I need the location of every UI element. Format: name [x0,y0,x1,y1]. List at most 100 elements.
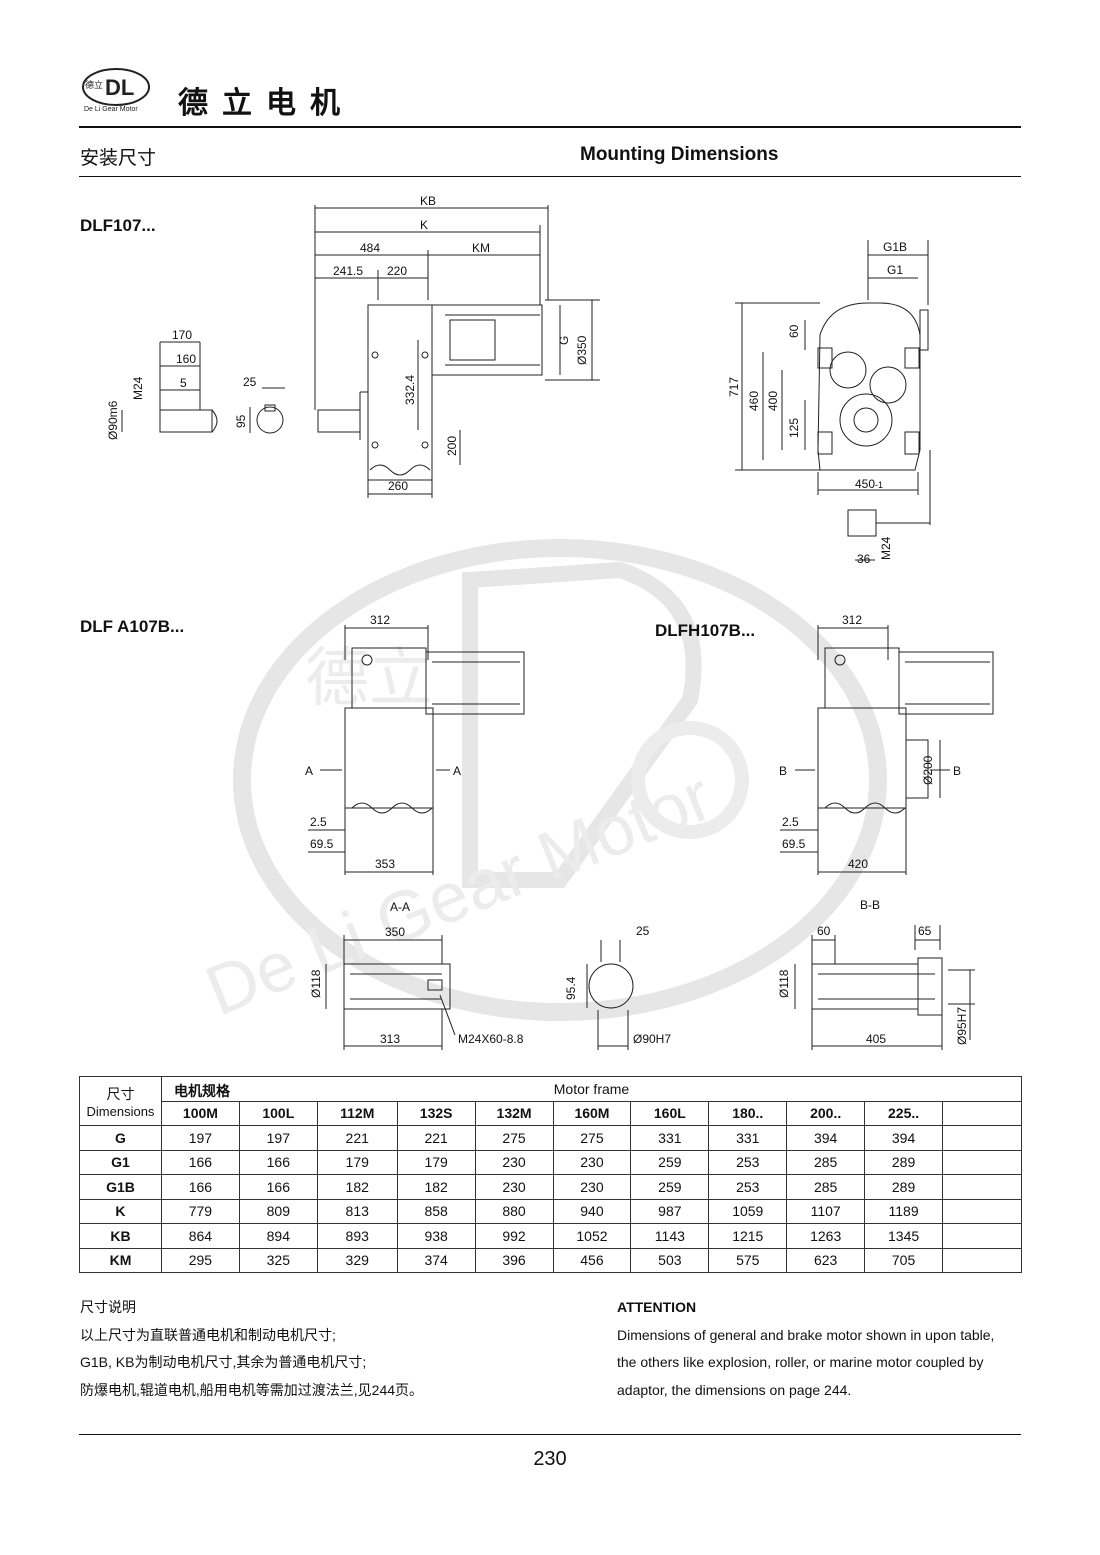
column-header: 132S [396,1100,476,1126]
motor-label-cn: 电机规格 [173,1083,230,1099]
table-cell: 456 [552,1247,632,1273]
dim-484: 484 [360,241,380,255]
dim-118-aa: Ø118 [309,969,323,998]
dim-25-a: 2.5 [310,815,327,829]
model-dlfh: DLFH107B... [655,621,756,640]
dims-label-en: Dimensions [86,1103,155,1119]
dim-25-shaft: 25 [243,375,257,389]
table-cell: 864 [160,1223,240,1249]
dim-60-bb: 60 [817,924,831,938]
table-cell: 987 [630,1198,710,1224]
column-header: 100L [238,1100,318,1126]
dim-118-bb: Ø118 [777,969,791,998]
table-cell: 705 [864,1247,944,1273]
dim-717: 717 [727,377,741,397]
row-label: G1 [79,1149,162,1175]
dim-g1: G1 [887,263,903,277]
table-cell: 182 [396,1174,476,1200]
notes-en-line-2: the others like explosion, roller, or ma… [617,1354,984,1370]
dim-353: 353 [375,857,395,871]
dim-405: 405 [866,1032,886,1046]
dim-450-sub: -1 [875,480,883,490]
motor-label-en: Motor frame [553,1080,630,1097]
dim-125: 125 [787,418,801,438]
table-cell: 230 [474,1149,554,1175]
column-header: 160L [630,1100,710,1126]
technical-drawings: KB K 484 KM 241.5 220 G Ø350 332.4 200 2… [106,194,994,1050]
table-cell: 779 [160,1198,240,1224]
table-cell: 179 [316,1149,398,1175]
table-cell: 1263 [786,1223,866,1249]
dim-420: 420 [848,857,868,871]
notes-en-title: ATTENTION [617,1299,697,1315]
dlfh-view: 312 B B Ø200 2.5 69.5 420 [779,613,994,875]
table-cell: 813 [316,1198,398,1224]
logo-letter: DL [105,75,134,100]
table-cell: 275 [552,1125,632,1151]
dim-k: K [420,218,428,232]
row-label: G1B [79,1174,162,1200]
dlfa-view: 312 A A 2.5 69.5 353 [305,613,525,875]
column-header: 100M [160,1100,240,1126]
table-cell: 329 [316,1247,398,1273]
dim-90m6: Ø90m6 [106,400,120,440]
table-cell: 182 [316,1174,398,1200]
table-cell: 197 [238,1125,318,1151]
dim-260: 260 [388,479,408,493]
dim-200: 200 [445,436,459,456]
table-cell: 1059 [708,1198,788,1224]
row-label: KB [79,1223,162,1249]
table-cell: 197 [160,1125,240,1151]
dim-90h7: Ø90H7 [633,1032,671,1046]
dim-g: G [557,336,571,345]
dims-label-cn: 尺寸 [106,1085,135,1102]
table-cell: 880 [474,1198,554,1224]
dim-95h7: Ø95H7 [955,1007,969,1045]
dim-312-a: 312 [370,613,390,627]
table-cell: 809 [238,1198,318,1224]
dim-95: 95 [234,414,248,428]
dim-25-aa: 25 [636,924,650,938]
notes-cn-line-3: 防爆电机,辊道电机,船用电机等需加过渡法兰,见244页。 [80,1381,424,1398]
section-bb-label: B-B [860,898,880,912]
label-a-right: A [453,764,461,778]
brand-logo: DL 德立 De Li Gear Motor [82,68,150,113]
table-cell: 1189 [864,1198,944,1224]
table-cell: 374 [396,1247,476,1273]
dim-400: 400 [766,391,780,411]
table-cell: 938 [396,1223,476,1249]
model-dlfa: DLF A107B... [80,617,185,636]
dim-thread: M24X60-8.8 [458,1032,524,1046]
dim-km: KM [472,241,490,255]
table-cell: 275 [474,1125,554,1151]
table-cell-blank [942,1223,1022,1249]
table-cell: 179 [396,1149,476,1175]
dim-2415: 241.5 [333,264,363,278]
section-aa-label: A-A [390,900,410,914]
table-cell: 1215 [708,1223,788,1249]
dim-695-h: 69.5 [782,837,806,851]
table-cell: 166 [160,1174,240,1200]
dim-60-side: 60 [787,324,801,338]
dim-kb: KB [420,194,436,208]
table-cell: 1345 [864,1223,944,1249]
footer-rule [79,1434,1021,1435]
dim-5: 5 [180,376,187,390]
page-number: 230 [533,1448,567,1470]
section-aa: A-A 350 Ø118 313 M24X60-8.8 25 95.4 Ø90H… [309,900,671,1050]
table-cell: 396 [474,1247,554,1273]
notes-cn-line-2: G1B, KB为制动电机尺寸,其余为普通电机尺寸; [80,1354,367,1370]
table-cell: 858 [396,1198,476,1224]
table-cell: 230 [552,1149,632,1175]
dlf-shaft-detail: 170 160 M24 5 Ø90m6 25 95 [106,328,285,440]
dim-954: 95.4 [564,976,578,1000]
label-a-left: A [305,764,313,778]
table-cell: 893 [316,1223,398,1249]
table-cell: 166 [160,1149,240,1175]
